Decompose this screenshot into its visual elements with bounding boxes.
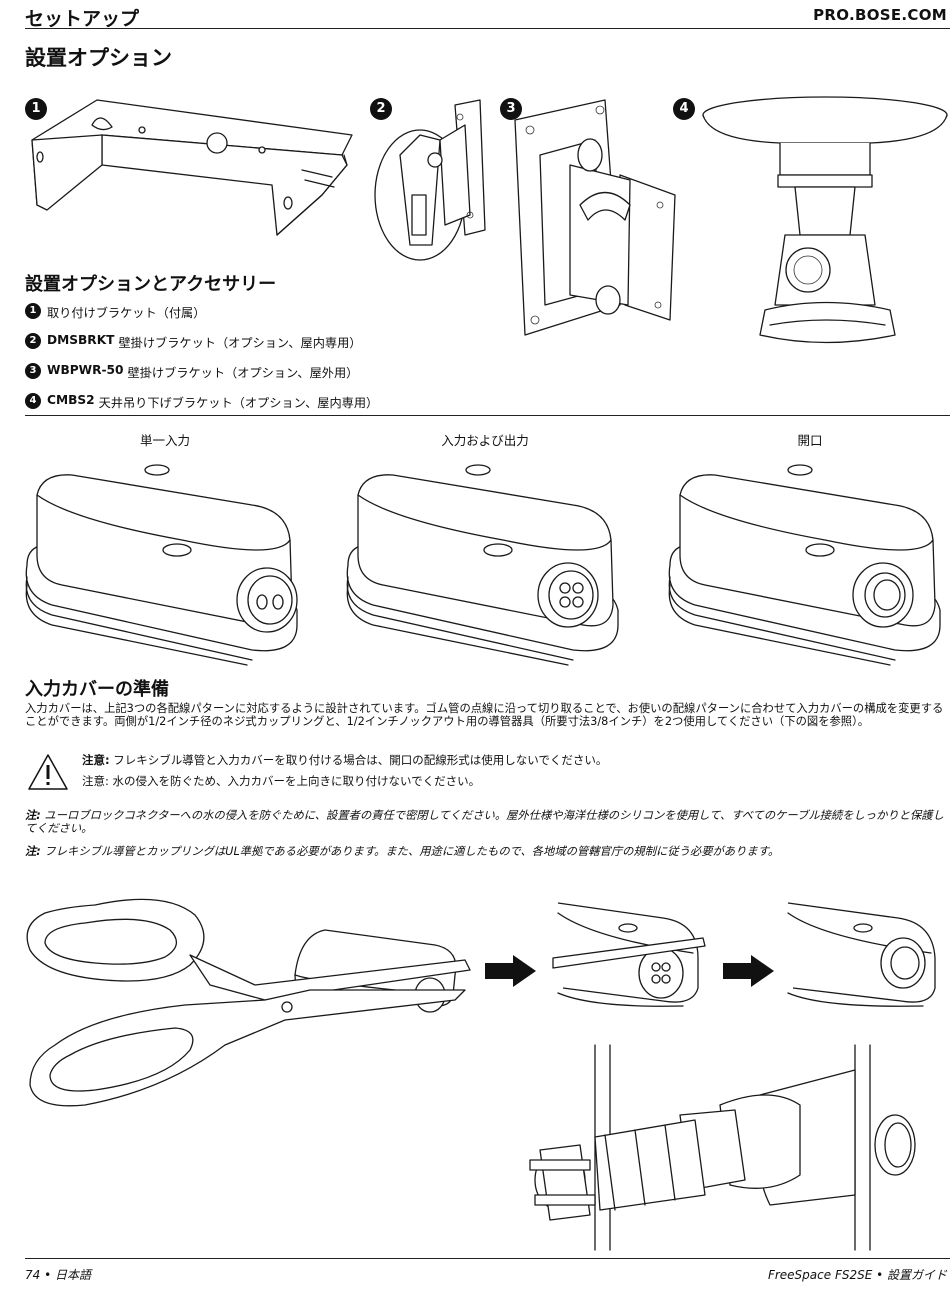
accessories-title: 設置オプションとアクセサリー: [25, 274, 277, 295]
wall-bracket-outdoor-illustration: [514, 99, 676, 336]
page-number: 74 • 日本語: [25, 1268, 91, 1282]
note-text: フレキシブル導管とカップリングはUL準拠である必要があります。また、用途に適した…: [44, 845, 780, 858]
item-text: 壁掛けブラケット（オプション、屋外用）: [127, 366, 359, 380]
list-item: 1 取り付けブラケット（付属）: [25, 303, 445, 333]
item-number-badge: 2: [25, 333, 41, 349]
section-rule: [25, 415, 950, 416]
item-number-badge: 4: [25, 393, 41, 409]
item-code: WBPWR-50: [47, 363, 124, 377]
caution-text: フレキシブル導管と入力カバーを取り付ける場合は、開口の配線形式は使用しないでくだ…: [113, 753, 608, 767]
site-url[interactable]: PRO.BOSE.COM: [813, 6, 947, 24]
right-arrow-icon: [723, 955, 774, 987]
item-text: 取り付けブラケット（付属）: [47, 306, 206, 320]
note-text: ユーロブロックコネクターへの水の侵入を防ぐために、設置者の責任で密閉してください…: [25, 809, 944, 835]
item-number-badge: 3: [25, 363, 41, 379]
prep-section-title: 入力カバーの準備: [25, 679, 169, 700]
accessory-list: 1 取り付けブラケット（付属） 2 DMSBRKT 壁掛けブラケット（オプション…: [25, 303, 445, 423]
scissors-cutting-illustration: [26, 898, 471, 1107]
caution-line-2: 注意: 水の侵入を防ぐため、入力カバーを上向きに取り付けないでください。: [82, 774, 481, 788]
section-title: セットアップ: [25, 8, 140, 30]
right-arrow-icon: [485, 955, 536, 987]
wall-bracket-indoor-illustration: [374, 99, 486, 261]
bracket-illustration: [31, 99, 353, 236]
figure-label-in-out: 入力および出力: [441, 433, 529, 448]
list-item: 4 CMBS2 天井吊り下げブラケット（オプション、屋内専用）: [25, 393, 445, 423]
figure-badge-1: 1: [25, 98, 47, 120]
caution-label: 注意:: [82, 753, 110, 767]
conduit-installation-illustration: [529, 1044, 916, 1251]
footer-rule: [25, 1258, 950, 1259]
list-item: 2 DMSBRKT 壁掛けブラケット（オプション、屋内専用）: [25, 333, 445, 363]
input-cover-in-out-illustration: [346, 464, 619, 666]
opened-cover-illustration: [787, 902, 936, 1007]
item-text: 壁掛けブラケット（オプション、屋内専用）: [118, 336, 362, 350]
item-text: 天井吊り下げブラケット（オプション、屋内専用）: [98, 396, 379, 410]
figure-label-single: 単一入力: [139, 433, 190, 448]
figure-badge-4: 4: [673, 98, 695, 120]
item-code: DMSBRKT: [47, 333, 115, 347]
list-item: 3 WBPWR-50 壁掛けブラケット（オプション、屋外用）: [25, 363, 445, 393]
page-title: 設置オプション: [25, 46, 172, 70]
figure-badge-2: 2: [370, 98, 392, 120]
note-1: 注: ユーロブロックコネクターへの水の侵入を防ぐために、設置者の責任で密閉してく…: [25, 809, 945, 835]
item-code: CMBS2: [47, 393, 95, 407]
item-number-badge: 1: [25, 303, 41, 319]
prep-body-text: 入力カバーは、上記3つの各配線パターンに対応するように設計されています。ゴム管の…: [25, 702, 944, 729]
warning-triangle-icon: [28, 754, 68, 790]
document-title: FreeSpace FS2SE • 設置ガイド: [767, 1268, 947, 1282]
ceiling-bracket-illustration: [702, 96, 948, 344]
note-2: 注: フレキシブル導管とカップリングはUL準拠である必要があります。また、用途に…: [25, 845, 945, 858]
caution-line-1: 注意: フレキシブル導管と入力カバーを取り付ける場合は、開口の配線形式は使用しな…: [82, 752, 607, 768]
cut-cover-illustration: [552, 902, 706, 1007]
header-rule: [25, 28, 950, 29]
note-label: 注:: [25, 809, 41, 822]
input-cover-single-illustration: [25, 464, 298, 666]
note-label: 注:: [25, 845, 41, 858]
figure-badge-3: 3: [500, 98, 522, 120]
input-cover-open-illustration: [668, 464, 941, 666]
figure-label-open: 開口: [797, 433, 823, 448]
